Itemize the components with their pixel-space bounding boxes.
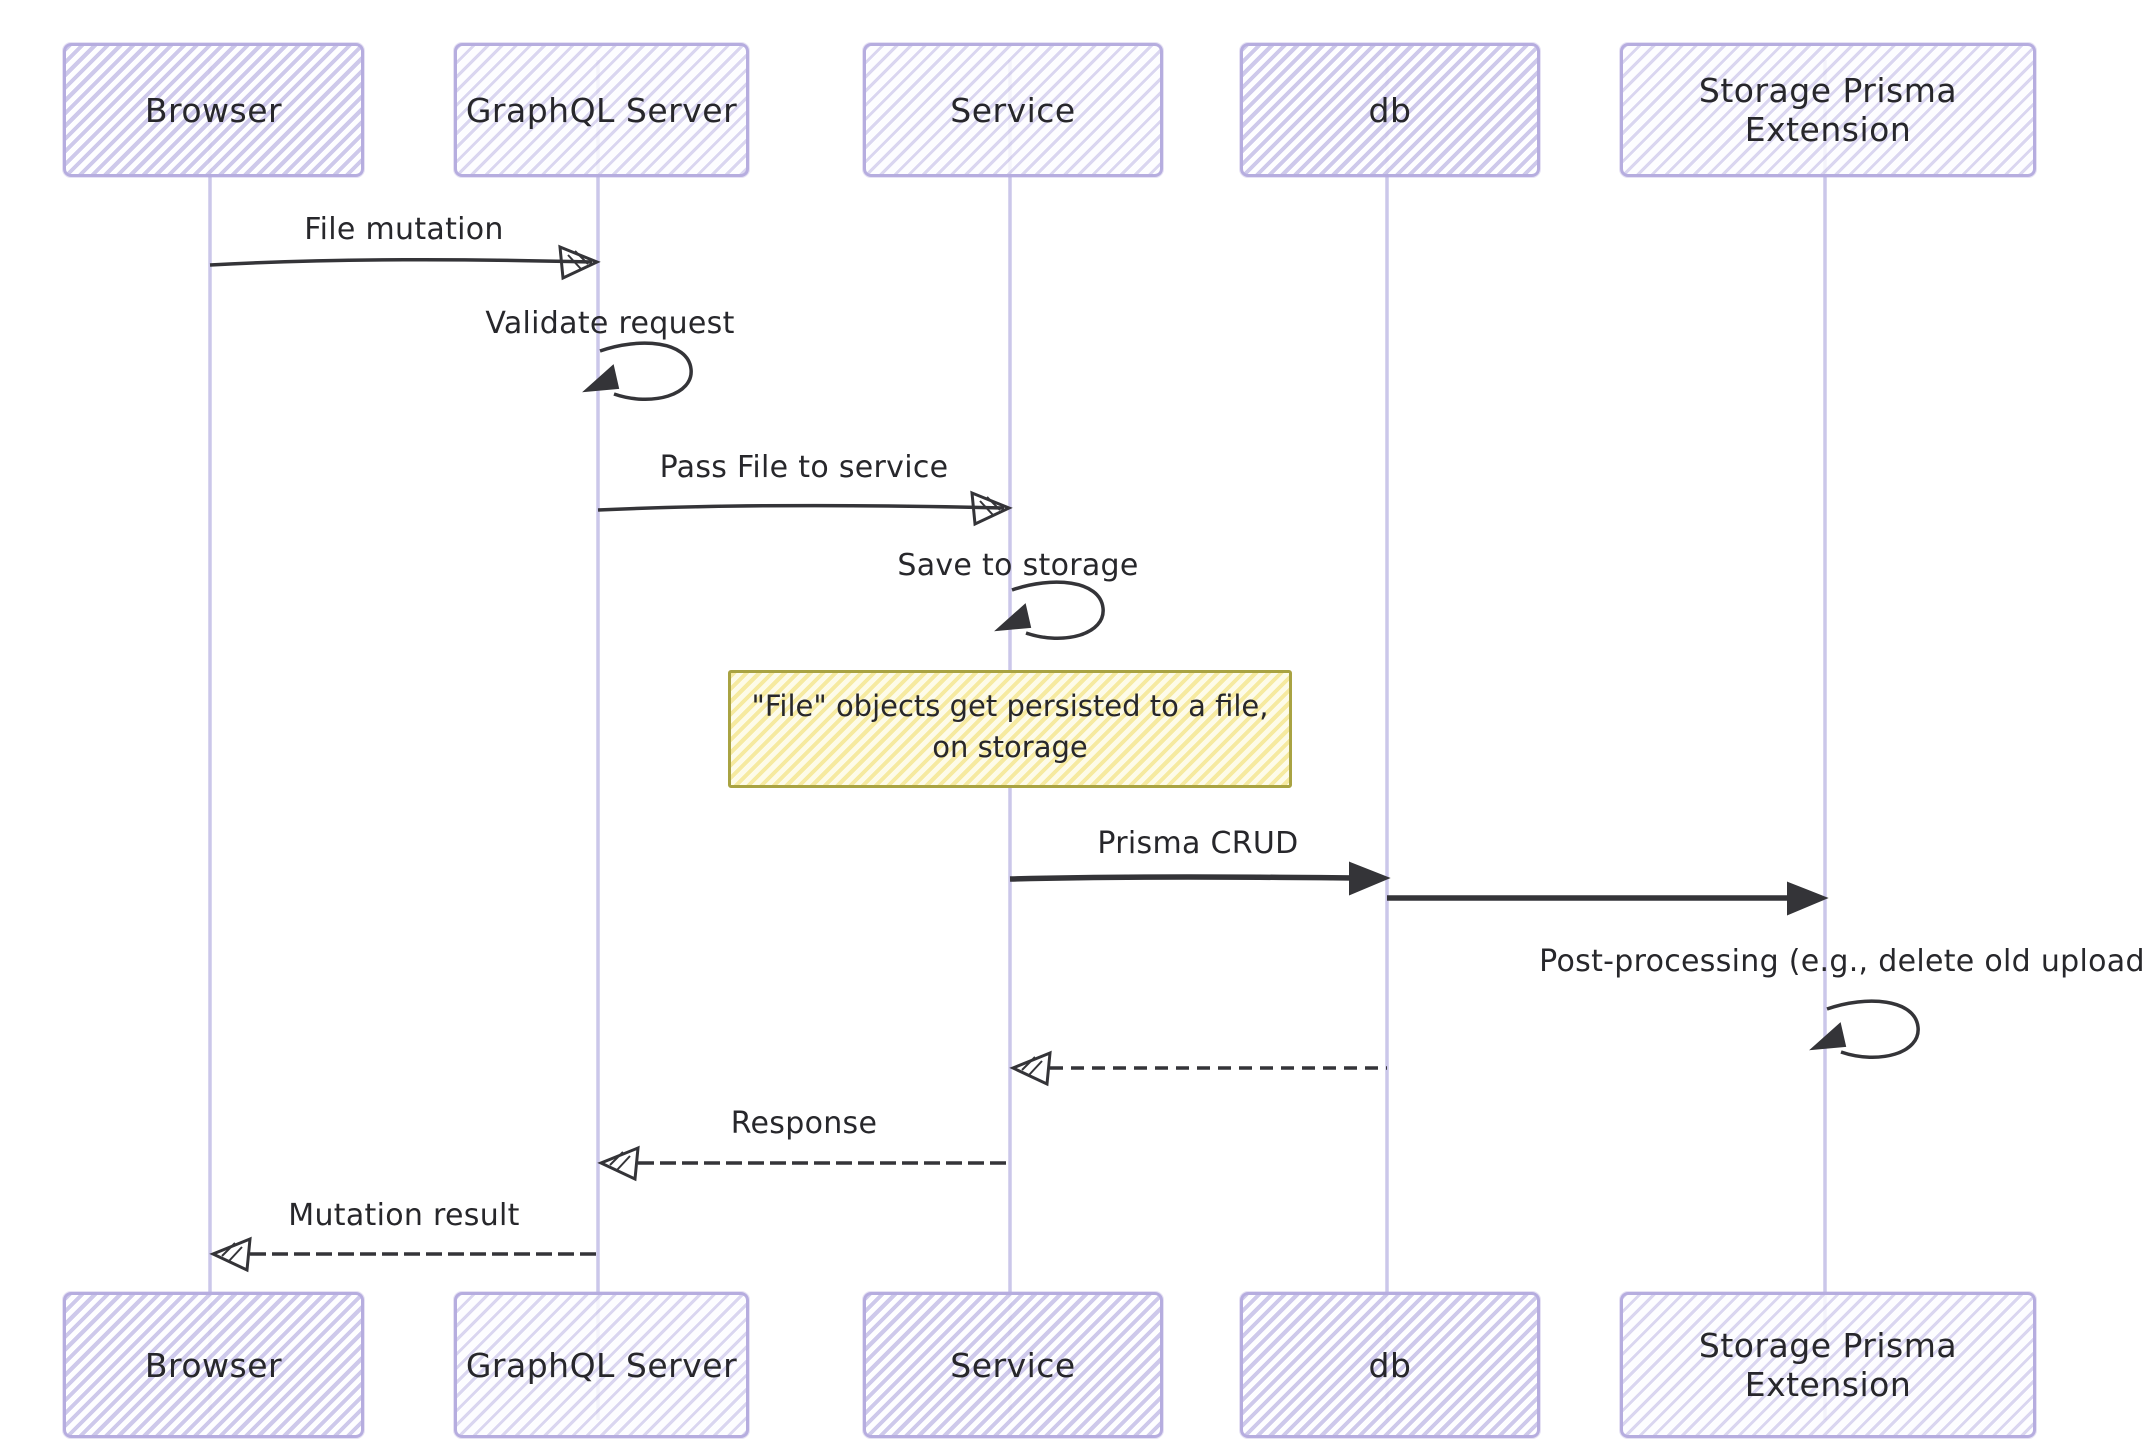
actor-bottom-storage-prisma-extension: Storage Prisma Extension	[1620, 1292, 2036, 1438]
actor-top-storage-prisma-extension: Storage Prisma Extension	[1620, 43, 2036, 177]
actor-label: Service	[950, 90, 1076, 130]
message-label-validate-request: Validate request	[485, 306, 735, 341]
note-file-persist: "File" objects get persisted to a file, …	[728, 670, 1292, 788]
self-loop-post-processing	[1809, 999, 1920, 1060]
arrowhead-open-left-icon	[209, 1236, 252, 1273]
arrowhead-loop-icon	[994, 603, 1032, 632]
arrow-mutation-result	[209, 1236, 598, 1273]
actor-label: Storage Prisma Extension	[1698, 71, 1958, 149]
actor-top-service: Service	[863, 43, 1163, 177]
note-line-1: "File" objects get persisted to a file,	[751, 689, 1269, 723]
self-loop-validate-request	[582, 341, 693, 402]
arrow-response	[597, 1145, 1010, 1182]
actor-label: GraphQL Server	[465, 90, 738, 130]
actor-bottom-browser: Browser	[63, 1292, 364, 1438]
actor-label: Browser	[144, 90, 283, 130]
arrowhead-open-left-icon	[597, 1145, 640, 1182]
actor-label: GraphQL Server	[465, 1345, 738, 1385]
note-line-2: on storage	[932, 730, 1088, 764]
actor-top-graphql-server: GraphQL Server	[454, 43, 749, 177]
arrowhead-filled-right-icon	[1787, 881, 1829, 916]
arrowhead-loop-icon	[1809, 1022, 1847, 1051]
message-label-mutation-result: Mutation result	[288, 1198, 520, 1233]
actor-label: Service	[950, 1345, 1076, 1385]
actor-bottom-db: db	[1240, 1292, 1540, 1438]
actor-label: Browser	[144, 1345, 283, 1385]
arrow-file-mutation	[209, 244, 601, 281]
actor-label: db	[1368, 90, 1412, 130]
arrow-prisma-crud	[1009, 861, 1391, 896]
arrowhead-filled-right-icon	[1349, 861, 1391, 896]
message-label-response: Response	[730, 1106, 878, 1141]
arrow-db-to-storage	[1387, 881, 1829, 916]
actor-label: Storage Prisma Extension	[1698, 1326, 1958, 1404]
arrowhead-open-left-icon	[1009, 1050, 1052, 1087]
message-label-post-processing: Post-processing (e.g., delete old upload…	[1539, 944, 2142, 979]
message-label-save-to-storage: Save to storage	[897, 548, 1139, 583]
actor-top-browser: Browser	[63, 43, 364, 177]
message-label-file-mutation: File mutation	[304, 212, 504, 247]
arrow-db-return-to-service	[1009, 1050, 1387, 1087]
message-label-pass-file-to-service: Pass File to service	[659, 450, 949, 485]
arrow-pass-file-to-service	[597, 490, 1013, 527]
arrowhead-loop-icon	[582, 364, 620, 393]
actor-label: db	[1368, 1345, 1412, 1385]
actor-bottom-service: Service	[863, 1292, 1163, 1438]
message-label-prisma-crud: Prisma CRUD	[1097, 826, 1299, 861]
actor-bottom-graphql-server: GraphQL Server	[454, 1292, 749, 1438]
self-loop-save-to-storage	[994, 580, 1105, 641]
actor-top-db: db	[1240, 43, 1540, 177]
